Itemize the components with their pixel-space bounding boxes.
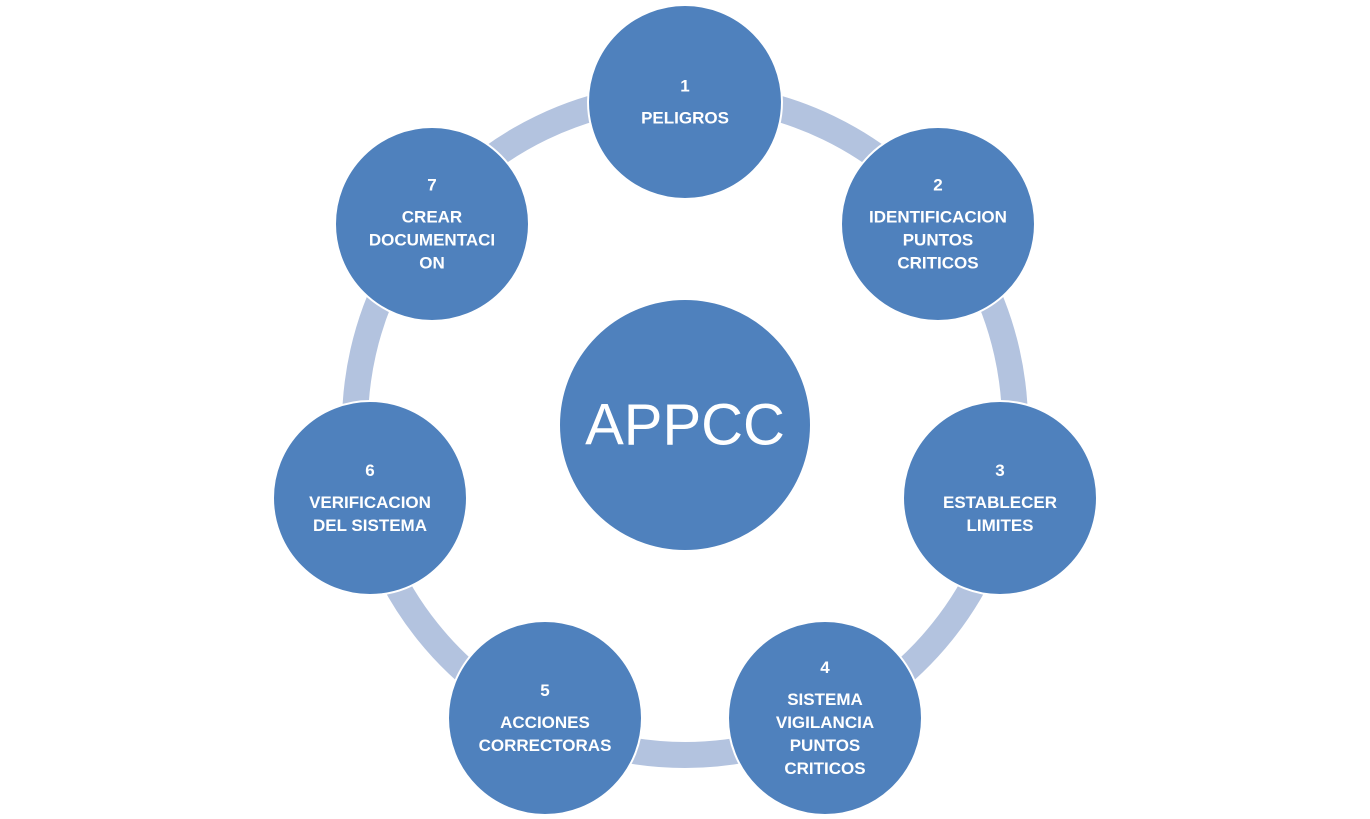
step-label-line: SISTEMA xyxy=(787,690,863,709)
step-label-line: PUNTOS xyxy=(903,231,974,250)
step-label-line: ACCIONES xyxy=(500,713,590,732)
step-label-line: VERIFICACION xyxy=(309,493,431,512)
step-label-line: VIGILANCIA xyxy=(776,713,874,732)
step-circle xyxy=(902,400,1098,596)
center-label: APPCC xyxy=(585,393,785,458)
step-label-line: LIMITES xyxy=(966,516,1033,535)
step-number: 4 xyxy=(820,658,830,677)
step-label-line: DEL SISTEMA xyxy=(313,516,427,535)
step-circle xyxy=(840,126,1036,322)
step-circle xyxy=(727,620,923,816)
step-circle xyxy=(447,620,643,816)
step-label-line: CRITICOS xyxy=(897,254,978,273)
step-number: 5 xyxy=(540,681,549,700)
center-hub: APPCC xyxy=(558,298,812,552)
step-number: 6 xyxy=(365,461,374,480)
step-circle xyxy=(334,126,530,322)
step-number: 2 xyxy=(933,176,942,195)
step-label-line: ESTABLECER xyxy=(943,493,1057,512)
step-label-line: IDENTIFICACION xyxy=(869,208,1007,227)
step-number: 1 xyxy=(680,77,689,96)
step-label-line: DOCUMENTACI xyxy=(369,231,495,250)
step-label-line: PUNTOS xyxy=(790,736,861,755)
step-number: 7 xyxy=(427,176,436,195)
step-label-line: CRITICOS xyxy=(784,759,865,778)
step-number: 3 xyxy=(995,461,1004,480)
center-circle xyxy=(558,298,812,552)
step-circle xyxy=(272,400,468,596)
step-label-line: CREAR xyxy=(402,208,462,227)
step-circle xyxy=(587,4,783,200)
step-label-line: ON xyxy=(419,254,445,273)
step-label-line: CORRECTORAS xyxy=(479,736,612,755)
step-label-line: PELIGROS xyxy=(641,109,729,128)
